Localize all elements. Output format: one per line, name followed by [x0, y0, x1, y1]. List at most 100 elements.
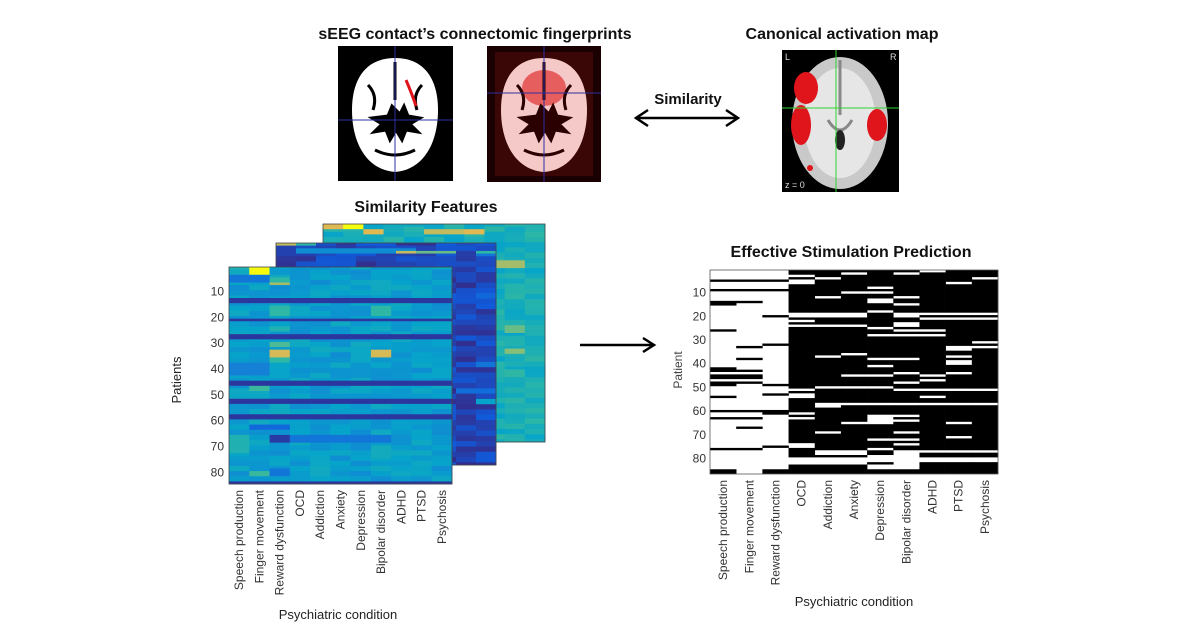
heatmap-cell	[289, 455, 311, 459]
heatmap-cell	[310, 310, 331, 314]
heatmap-cell	[330, 424, 351, 428]
heatmap-cell	[249, 326, 270, 330]
heatmap-cell	[391, 453, 412, 456]
heatmap-cell	[391, 447, 412, 451]
effective-cell-run	[710, 447, 737, 451]
heatmap-cell	[310, 463, 331, 467]
heatmap-cell	[330, 378, 351, 381]
heatmap-cell	[524, 255, 546, 259]
heatmap-cell	[229, 471, 250, 474]
heatmap-cell	[310, 471, 331, 474]
effective-cell-run	[919, 376, 946, 380]
heatmap-cell	[249, 432, 270, 436]
heatmap-cell	[431, 295, 453, 299]
heatmap-cell	[376, 253, 397, 257]
heatmap-cell	[423, 239, 445, 243]
heatmap-cell	[229, 458, 250, 462]
heatmap-cell	[330, 362, 351, 366]
effective-cell-run	[919, 319, 946, 330]
heatmap-cell	[249, 300, 270, 304]
heatmap-cell	[476, 420, 497, 424]
heatmap-cell	[330, 274, 351, 278]
heatmap-cell	[476, 256, 497, 260]
heatmap-cell	[269, 370, 291, 374]
effective-cell-run	[762, 315, 789, 318]
heatmap-cell	[350, 277, 372, 281]
heatmap-cell	[229, 336, 250, 340]
heatmap-cell	[504, 436, 526, 440]
heatmap-cell	[269, 303, 291, 307]
heatmap-cell	[249, 321, 270, 325]
heatmap-cell	[524, 358, 546, 362]
heatmap-cell	[350, 388, 372, 392]
heatmap-cell	[391, 414, 412, 418]
heatmap-cell	[524, 270, 546, 274]
heatmap-cell	[411, 455, 433, 459]
effective-cell-run	[814, 279, 842, 297]
effective-cell-run	[919, 331, 946, 335]
heatmap-cell	[370, 295, 392, 299]
heatmap-cell	[229, 365, 250, 369]
heatmap-cell	[350, 334, 372, 338]
heatmap-cell	[423, 236, 445, 240]
heatmap-cell	[504, 255, 526, 259]
heatmap-cell	[310, 300, 331, 304]
heatmap-cell	[476, 303, 497, 307]
heatmap-cell	[524, 395, 546, 399]
heatmap-cell	[370, 401, 392, 405]
heatmap-cell	[229, 478, 250, 482]
effective-cell-run	[919, 462, 946, 474]
heatmap-cell	[330, 398, 351, 402]
heatmap-cell	[310, 406, 331, 410]
heatmap-cell	[310, 478, 331, 482]
heatmap-cell	[476, 314, 497, 318]
heatmap-cell	[229, 440, 250, 443]
heatmap-cell	[370, 367, 392, 371]
fingerprint-brain-image-1	[338, 46, 453, 181]
heatmap-cell	[411, 349, 433, 353]
heatmap-cell	[229, 434, 250, 438]
heatmap-cell	[350, 287, 372, 291]
heatmap-cell	[269, 372, 291, 376]
heatmap-cell	[524, 320, 546, 323]
heatmap-cell	[431, 300, 453, 304]
heatmap-cell	[391, 329, 412, 332]
heatmap-cell	[456, 359, 477, 363]
heatmap-cell	[383, 229, 405, 233]
heatmap-cell	[330, 357, 351, 361]
heatmap-cell	[431, 442, 453, 446]
heatmap-cell	[476, 388, 497, 392]
heatmap-cell	[504, 283, 526, 287]
heatmap-cell	[330, 409, 351, 412]
heatmap-cell	[330, 292, 351, 296]
heatmap-cell	[316, 245, 337, 249]
heatmap-cell	[524, 296, 546, 300]
effective-cell-run	[893, 360, 920, 372]
heatmap-cell	[391, 442, 412, 446]
heatmap-cell	[476, 274, 497, 278]
heatmap-cell	[431, 476, 453, 480]
heatmap-cell	[524, 413, 546, 417]
heatmap-cell	[330, 411, 351, 415]
heatmap-cell	[416, 258, 437, 262]
heatmap-cell	[524, 224, 546, 227]
heatmap-cell	[350, 473, 372, 477]
heatmap-cell	[249, 362, 270, 366]
heatmap-cell	[269, 277, 291, 281]
heatmap-cell	[524, 434, 546, 438]
heatmap-cell	[269, 471, 291, 474]
heatmap-cell	[350, 360, 372, 363]
heatmap-cell	[269, 391, 291, 394]
heatmap-cell	[363, 239, 384, 243]
heatmap-cell	[310, 303, 331, 307]
heatmap-cell	[403, 229, 425, 233]
effective-cell-run	[710, 300, 737, 306]
similarity-x-label: Psychiatric condition	[279, 607, 398, 622]
x-tick-label: Speech production	[716, 480, 730, 580]
heatmap-cell	[330, 267, 351, 270]
heatmap-cell	[269, 334, 291, 338]
heatmap-cell	[330, 279, 351, 283]
heatmap-cell	[269, 365, 291, 369]
effective-cell-run	[867, 360, 894, 365]
heatmap-cell	[456, 430, 477, 434]
